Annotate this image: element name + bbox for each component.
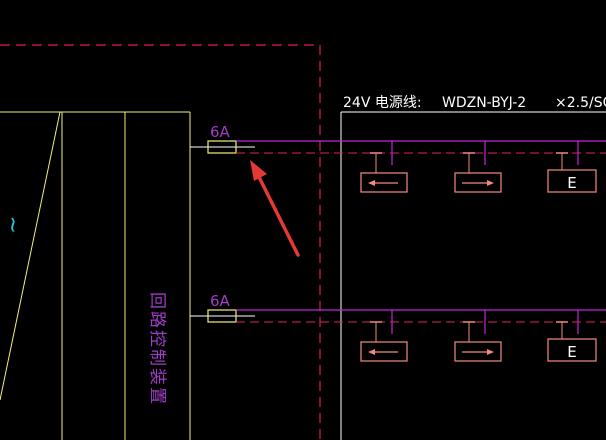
fuse-1[interactable] xyxy=(207,140,237,154)
arrow-right-icon xyxy=(462,349,494,355)
cable-type-label: WDZN-BYJ-2 xyxy=(442,95,526,111)
control-cabinet-frame xyxy=(0,111,191,440)
cable-spec-label: ×2.5/SC2 xyxy=(555,95,606,111)
power-line-label: 24V 电源线: xyxy=(343,95,422,111)
red-annotation-arrow-icon xyxy=(250,160,300,257)
arrow-right-icon xyxy=(462,180,494,186)
fuse-2[interactable] xyxy=(207,309,237,323)
dashed-boundary xyxy=(0,44,321,440)
circuit-row-1: 6A E xyxy=(190,123,606,193)
exit-sign-left-1[interactable] xyxy=(360,172,408,193)
exit-sign-right-2[interactable] xyxy=(454,341,502,362)
fuse-1-rating: 6A xyxy=(210,123,231,141)
exit-sign-right-1[interactable] xyxy=(454,172,502,193)
device-panel-outline xyxy=(340,111,606,440)
fuse-2-rating: 6A xyxy=(210,292,231,310)
arrow-left-icon xyxy=(368,180,398,186)
exit-sign-left-2[interactable] xyxy=(360,341,408,362)
exit-sign-e-2-label: E xyxy=(567,343,576,361)
exit-sign-e-2[interactable]: E xyxy=(547,338,597,362)
exit-sign-e-1[interactable]: E xyxy=(547,169,597,193)
loop-control-device-label: 回路控制装置 xyxy=(147,292,167,406)
circuit-row-2: 6A E xyxy=(190,292,606,362)
exit-sign-e-1-label: E xyxy=(567,174,576,192)
ac-symbol-text: ~ xyxy=(1,216,26,234)
arrow-left-icon xyxy=(368,349,398,355)
